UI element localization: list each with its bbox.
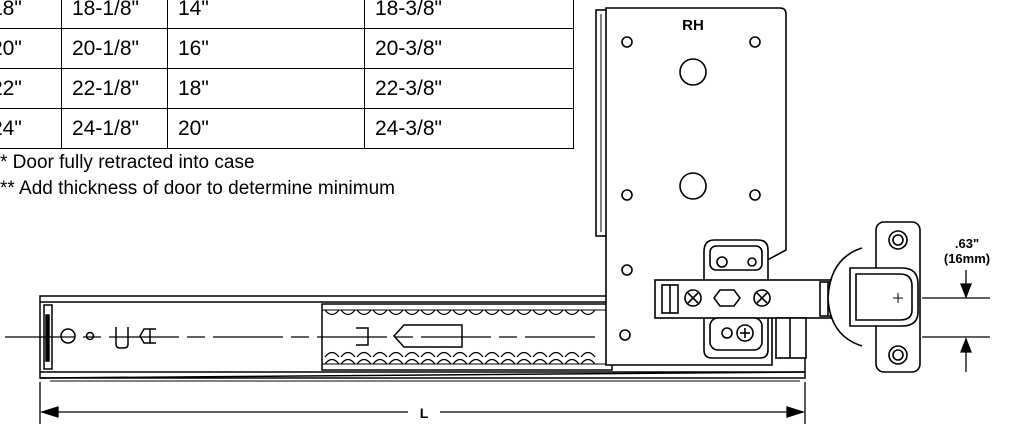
table-cell: 18": [0, 0, 62, 29]
hinge-arm: [654, 279, 832, 319]
offset-label-metric: (16mm): [944, 251, 990, 266]
offset-dimension: [922, 270, 990, 372]
bracket-hole: [621, 264, 633, 276]
bracket-hole: [621, 36, 633, 48]
table-cell: 22-1/8": [61, 68, 168, 109]
ball-bearings: [324, 309, 596, 365]
table-cell: 16": [167, 28, 365, 69]
hinge-assembly: [654, 239, 837, 359]
length-dimension: [39, 382, 806, 424]
table-cell: 24-1/8": [61, 108, 168, 149]
dimension-table: 18"18-1/8"14"18-3/8"20"20-1/8"16"20-3/8"…: [0, 0, 574, 149]
note-door-retracted: * Door fully retracted into case: [0, 152, 255, 173]
table-cell: 24-3/8": [364, 108, 574, 149]
bracket-hole: [619, 329, 631, 341]
table-row: 24"24-1/8"20"24-3/8": [0, 108, 574, 149]
bracket-hole: [749, 36, 761, 48]
table-cell: 22-3/8": [364, 68, 574, 109]
length-label: L: [420, 405, 429, 421]
table-cell: 18-3/8": [364, 0, 574, 29]
offset-label-imperial: .63": [955, 236, 979, 251]
hinge-cup: [827, 221, 921, 373]
bracket-hole: [621, 189, 633, 201]
table-cell: 20": [167, 108, 365, 149]
bracket-hole: [749, 189, 761, 201]
bracket-hole-large: [679, 58, 707, 86]
table-row: 22"22-1/8"18"22-3/8": [0, 68, 574, 109]
table-cell: 18-1/8": [61, 0, 168, 29]
table-cell: 18": [167, 68, 365, 109]
bracket-hole-large: [679, 172, 707, 200]
note-add-door-thickness: ** Add thickness of door to determine mi…: [0, 178, 395, 199]
bracket-side-label: RH: [682, 17, 704, 34]
table-row: 18"18-1/8"14"18-3/8": [0, 0, 574, 29]
